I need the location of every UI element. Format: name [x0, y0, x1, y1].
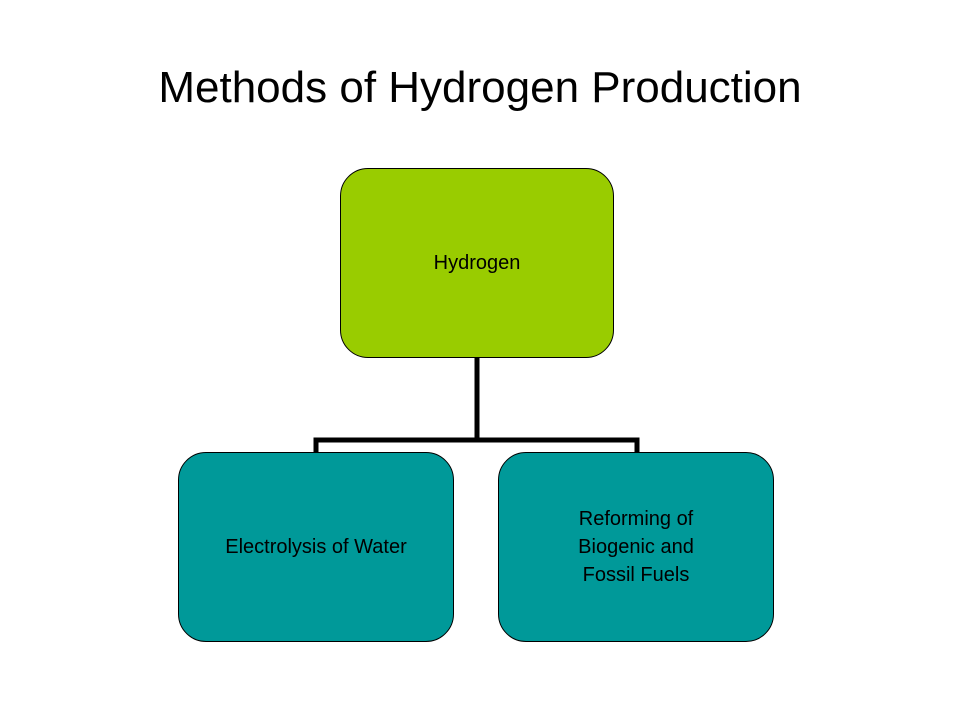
node-hydrogen-label: Hydrogen	[433, 252, 521, 274]
node-electrolysis-label: Electrolysis of Water	[225, 536, 407, 558]
node-reforming: Reforming of Biogenic and Fossil Fuels	[498, 452, 774, 642]
node-electrolysis: Electrolysis of Water	[178, 452, 454, 642]
node-hydrogen: Hydrogen	[340, 168, 614, 358]
slide-title: Methods of Hydrogen Production	[158, 63, 802, 112]
node-reforming-label: Reforming of Biogenic and Fossil Fuels	[578, 508, 694, 586]
connector-branch	[313, 437, 640, 452]
